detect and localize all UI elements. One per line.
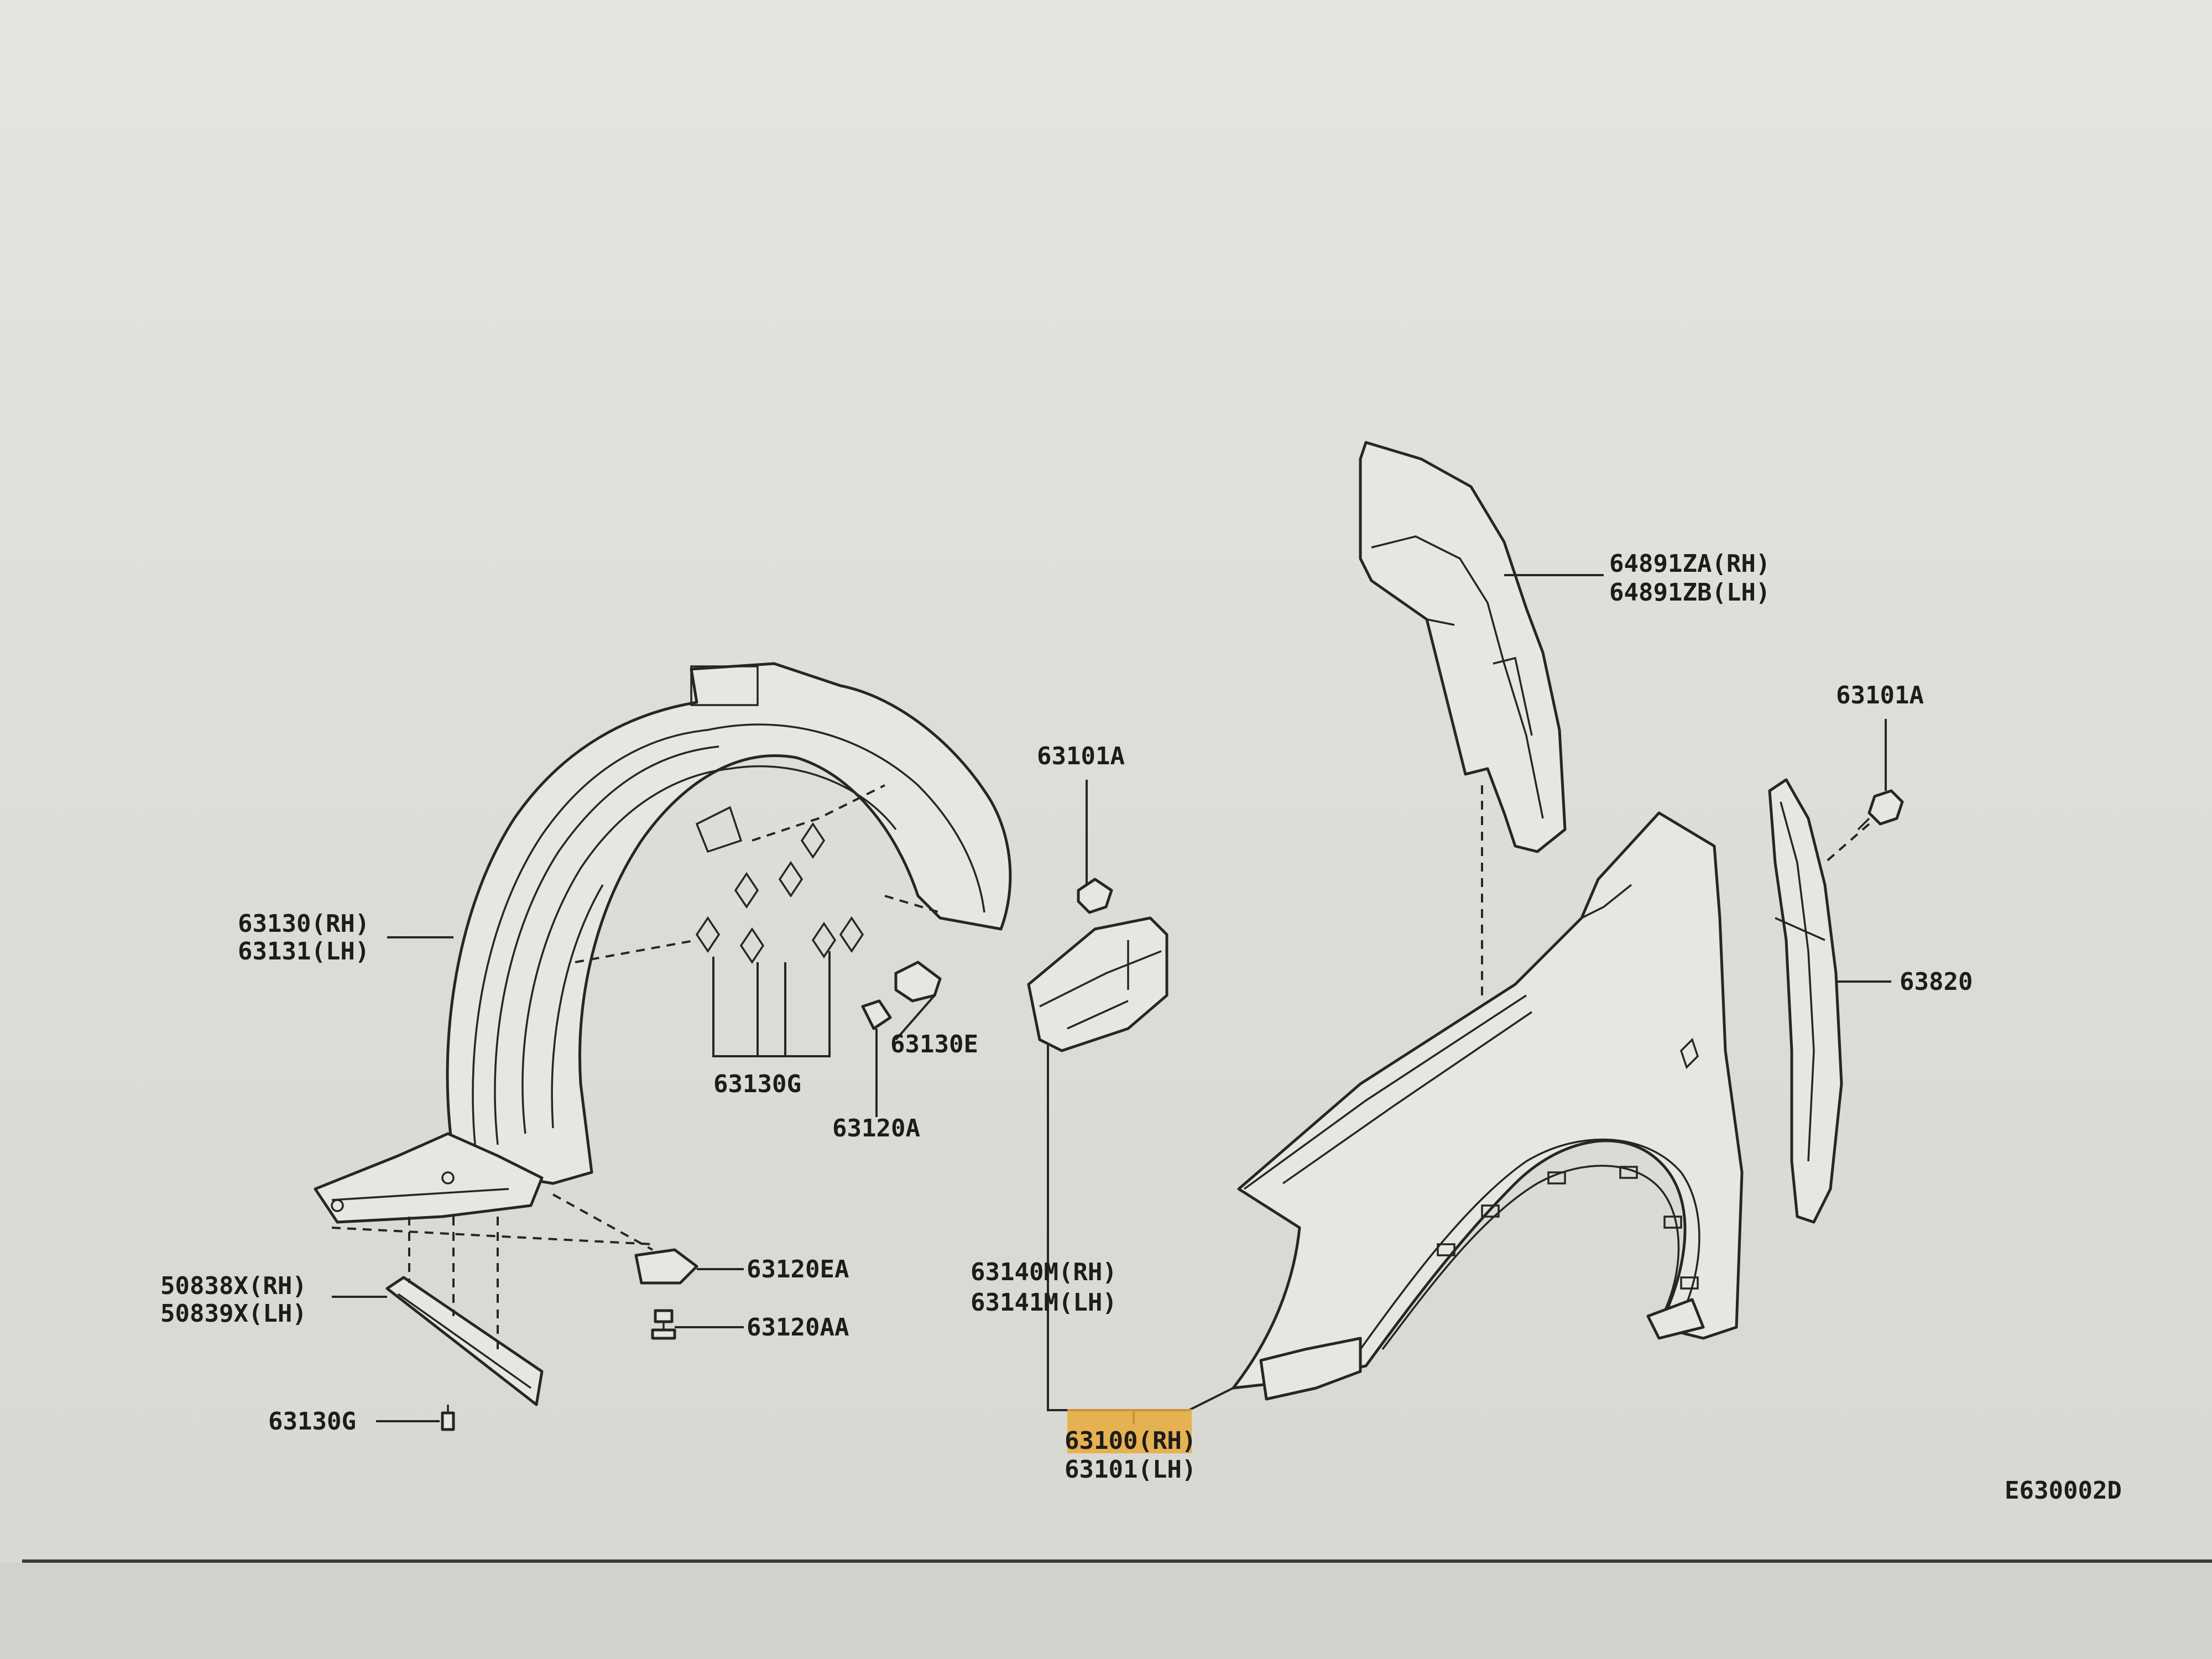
- clip-63130E-drawing: [861, 961, 942, 1117]
- screw-63130G-lower-drawing: [376, 1405, 455, 1431]
- label-63120EA: 63120EA: [747, 1255, 849, 1284]
- fender-seal-drawing: [1359, 441, 1604, 853]
- label-50838X: 50838X(RH): [160, 1272, 307, 1300]
- label-64891ZA: 64891ZA(RH): [1609, 550, 1770, 578]
- part-number-highlight: [1067, 1409, 1192, 1453]
- clip-group-leaders: [712, 951, 831, 1057]
- label-63141M: 63141M(LH): [971, 1288, 1117, 1317]
- seal-bracket-drawing: [331, 1193, 653, 1406]
- fender-liner-drawing: [314, 662, 1012, 1224]
- front-fender-drawing: [1232, 785, 1744, 1401]
- diagram-code: E630002D: [2005, 1477, 2122, 1505]
- label-64891ZB: 64891ZB(LH): [1609, 578, 1770, 607]
- label-63101A-mid: 63101A: [1037, 742, 1125, 770]
- label-63131: 63131(LH): [238, 937, 369, 966]
- label-63120A: 63120A: [832, 1114, 920, 1142]
- label-63140M: 63140M(RH): [971, 1258, 1117, 1286]
- fender-leader: [1188, 1387, 1234, 1411]
- label-63130: 63130(RH): [238, 910, 369, 938]
- bottom-divider: [22, 1559, 2212, 1563]
- label-63130G-lower: 63130G: [268, 1407, 356, 1436]
- label-63130G-upper: 63130G: [713, 1070, 801, 1098]
- clip-63120EA-drawing: [634, 1248, 744, 1340]
- label-63101: 63101(LH): [1065, 1455, 1196, 1484]
- fender-bracket-drawing: [1027, 780, 1189, 1411]
- label-63130E: 63130E: [890, 1030, 978, 1058]
- label-63820: 63820: [1900, 968, 1973, 996]
- screen-lower-area: [0, 1563, 2212, 1659]
- label-50839X: 50839X(LH): [160, 1300, 307, 1328]
- label-63101A-right: 63101A: [1836, 681, 1924, 709]
- label-63100: 63100(RH): [1065, 1427, 1196, 1455]
- front-seal-drawing: [1768, 719, 1904, 1224]
- label-63120AA: 63120AA: [747, 1313, 849, 1342]
